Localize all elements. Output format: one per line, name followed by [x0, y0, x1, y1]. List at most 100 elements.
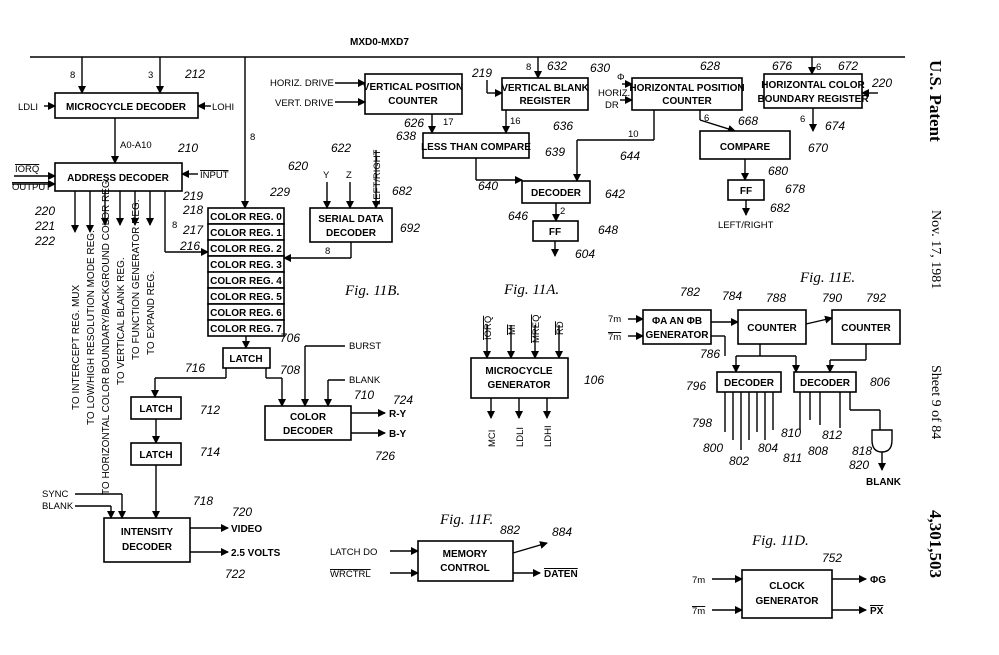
ref-217: 217 [182, 223, 204, 237]
counter-788-label: COUNTER [747, 323, 797, 334]
hcb-out-width: 6 [800, 114, 805, 125]
serial-data-decoder-block: SERIAL DATA DECODER 692 682 Y Z LEFT/RIG… [283, 141, 420, 262]
decoder-806-box [793, 371, 857, 393]
microcycle-generator-box [470, 357, 569, 399]
serial-ref-z: 622 [331, 141, 351, 155]
decoder-796-label: DECODER [724, 378, 775, 389]
pg-ref: 782 [680, 285, 700, 299]
ref-218: 218 [182, 203, 203, 217]
fig11e-ref-800: 800 [703, 441, 723, 455]
ref-222: 222 [34, 234, 55, 248]
fig-11d-label: Fig. 11D. [751, 533, 809, 549]
latch-712-label: LATCH [139, 404, 172, 415]
serial-data-ref2: 682 [392, 184, 412, 198]
vbr-width-in: 8 [526, 62, 531, 73]
mc-ref-out: 884 [552, 525, 572, 539]
latch-714-label: LATCH [139, 450, 172, 461]
vpc-ref2: 638 [396, 129, 416, 143]
vbr-ref-out: 636 [553, 119, 573, 133]
latch-712-block: 716 LATCH 712 [130, 361, 220, 444]
mg-mi: MI [507, 324, 518, 335]
intensity-decoder-box [103, 517, 191, 563]
hcb-label2: BOUNDARY REGISTER [757, 94, 869, 105]
cg-label1: CLOCK [769, 581, 805, 592]
counter-788-ref-out: 790 [822, 291, 842, 305]
ldli-label: LDLI [18, 102, 38, 113]
ref-220: 220 [34, 204, 55, 218]
input-label: INPUT [200, 170, 229, 181]
less-than-compare-box [422, 132, 530, 159]
counter-792-label: COUNTER [841, 323, 891, 334]
out-intercept: TO INTERCEPT REG. MUX [71, 284, 82, 410]
color-decoder-ref: 710 [354, 388, 374, 402]
vpc-label1: VERTICAL POSITION [363, 82, 463, 93]
bus-width-b: 3 [148, 70, 153, 81]
horizontal-position-counter-box [631, 77, 743, 111]
compare-670-box [699, 130, 791, 160]
latch-706-label: LATCH [229, 354, 262, 365]
color-decoder-ry: R-Y [389, 409, 407, 420]
fig-11a-label: Fig. 11A. [503, 282, 559, 298]
counter-788-box [737, 309, 807, 345]
mc-label2: CONTROL [440, 563, 489, 574]
hcb-ref: 672 [838, 59, 858, 73]
intensity-volts: 2.5 VOLTS [231, 548, 281, 559]
compare-670-block: COMPARE 670 668 680 [699, 114, 828, 181]
fig11e-ref-811: 811 [783, 451, 802, 465]
counter-792-block: COUNTER 792 [831, 291, 901, 345]
vbr-ref-in: 632 [547, 59, 567, 73]
horizontal-position-counter-block: HORIZONTAL POSITION COUNTER 628 Φ HORIZ.… [598, 59, 745, 133]
ref-221: 221 [34, 219, 55, 233]
output-label: OUTPUT [12, 182, 51, 193]
patent-sheet: Sheet 9 of 84 [928, 365, 943, 439]
ff-678-label: FF [740, 186, 752, 197]
color-decoder-block: COLOR DECODER 710 BURST BLANK R-Y 724 B-… [264, 341, 413, 463]
counter-788-block: COUNTER 788 790 [737, 291, 842, 345]
latch-706-ref-out: 708 [280, 363, 300, 377]
memory-control-box [417, 540, 514, 582]
compare-670-ref-in: 668 [738, 114, 758, 128]
color-decoder-label2: DECODER [283, 426, 334, 437]
mg-ldhi: LDHI [543, 425, 554, 447]
mc-ref: 882 [500, 523, 520, 537]
pg-ref-out: 784 [722, 289, 742, 303]
pg-7m-2: 7m [608, 332, 621, 343]
out-function-gen: TO FUNCTION GENERATOR REG. [131, 199, 142, 360]
color-reg-3-label: COLOR REG. 3 [210, 260, 282, 271]
mc-latch-do: LATCH DO [330, 547, 377, 558]
counter-792-ref: 792 [866, 291, 886, 305]
cg-phig: ΦG [870, 575, 886, 586]
addr-bus-label: A0-A10 [120, 140, 152, 151]
serial-ref-y: 620 [288, 159, 308, 173]
intensity-ref-volts: 722 [225, 567, 245, 581]
vertical-blank-register-box [501, 77, 589, 111]
fig-11b-label: Fig. 11B. [344, 283, 400, 299]
color-reg-7-label: COLOR REG. 7 [210, 324, 282, 335]
ref-8-bus: 8 [172, 220, 177, 231]
latch-714-ref: 714 [200, 445, 220, 459]
vbr-label1: VERTICAL BLANK [501, 83, 589, 94]
intensity-blank: BLANK [42, 501, 74, 512]
ltc-ref: 639 [545, 145, 565, 159]
fig11e-wiring [732, 344, 867, 373]
patent-number: 4,301,503 [926, 510, 945, 578]
color-reg-1-label: COLOR REG. 1 [210, 228, 282, 239]
hpc-label1: HORIZONTAL POSITION [629, 83, 744, 94]
mg-iorq: IORQ [483, 316, 494, 340]
patent-date: Nov. 17, 1981 [928, 210, 943, 289]
serial-out-width: 8 [325, 246, 330, 257]
decoder-642-ref: 642 [605, 187, 625, 201]
color-reg-2-label: COLOR REG. 2 [210, 244, 282, 255]
mg-label1: MICROCYCLE [485, 366, 553, 377]
intensity-video: VIDEO [231, 524, 262, 535]
patent-label: U.S. Patent [926, 60, 945, 142]
ref-216: 216 [179, 239, 200, 253]
intensity-label2: DECODER [122, 542, 173, 553]
hcb-ref-out: 674 [825, 119, 845, 133]
ff-648-label: FF [549, 227, 561, 238]
microcycle-decoder-box [54, 92, 199, 119]
color-reg-6-label: COLOR REG. 6 [210, 308, 282, 319]
decoder-796-ref: 796 [686, 379, 706, 393]
serial-y: Y [323, 170, 330, 181]
color-decoder-burst: BURST [349, 341, 381, 352]
